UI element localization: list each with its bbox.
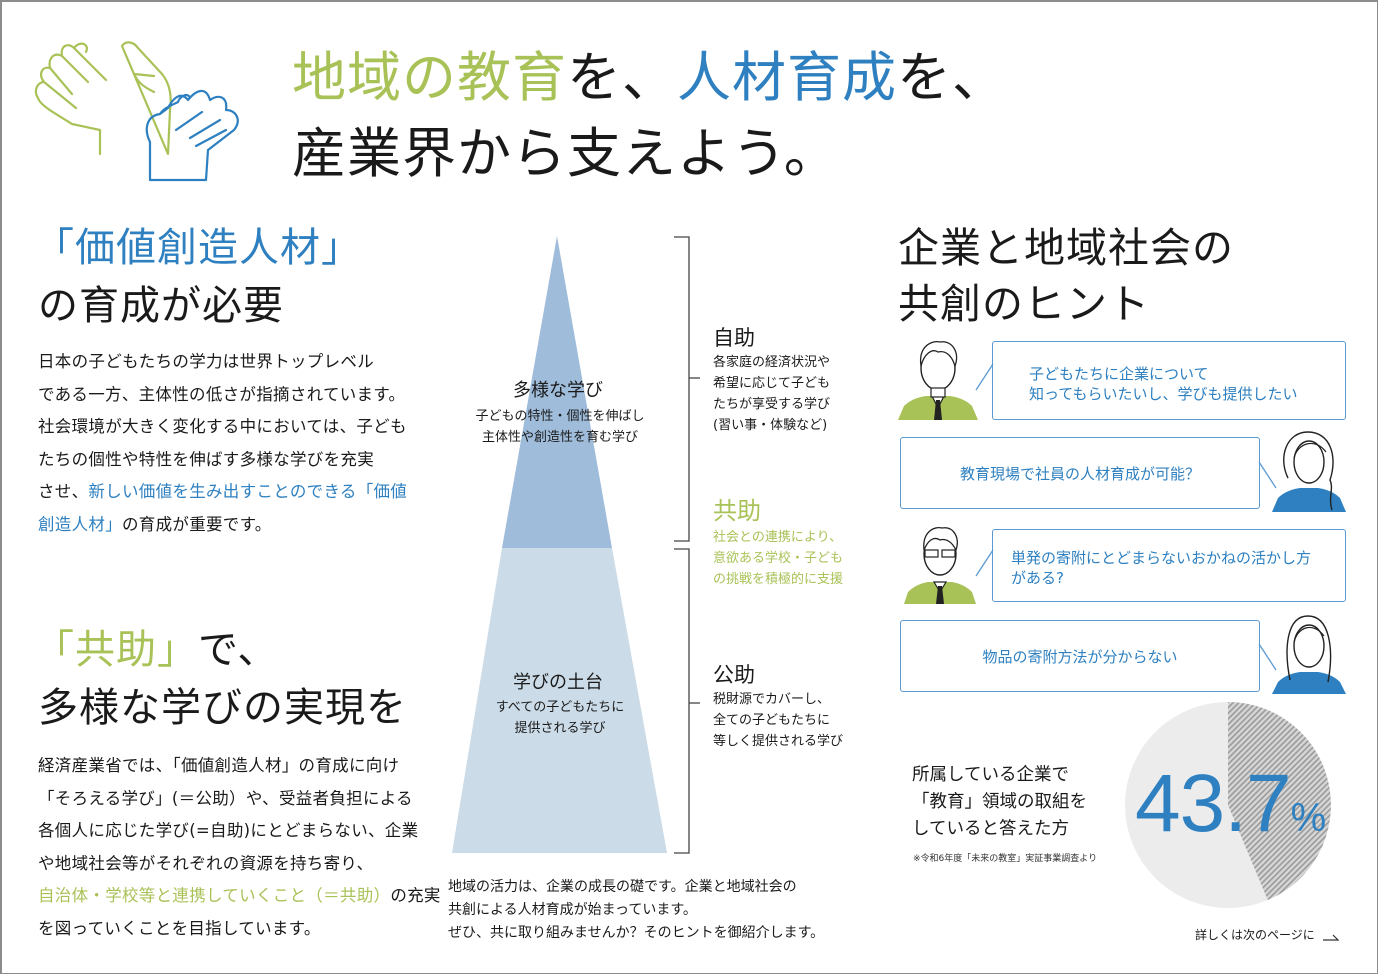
kyojo-body-line: 経済産業省では、「価値創造人材」の育成に向け — [38, 756, 400, 775]
bracket-bottom — [674, 548, 690, 854]
bubble-tail — [975, 363, 994, 391]
value-heading-highlight: 「価値創造人材」 — [34, 225, 362, 271]
bubble-tail — [1258, 461, 1277, 489]
stat-source-note: ※令和6年度「未来の教室」実証事業調査より — [913, 854, 1098, 864]
bracket-top — [674, 236, 690, 542]
kyojo-heading: 「共助」で、 — [34, 627, 279, 673]
value-heading-rest: の育成が必要 — [38, 283, 284, 329]
stat-value: 43.7% — [1135, 758, 1326, 849]
pyramid-top-tier — [502, 236, 612, 548]
value-body: 日本の子どもたちの学力は世界トップレベル である一方、主体性の低さが指摘されてい… — [38, 346, 407, 541]
kojo-block: 公助 税財源でカバーし、 全ての子どもたちに 等しく提供される学び — [713, 663, 844, 749]
value-body-line: 社会環境が大きく変化する中においては、子ども — [38, 417, 407, 436]
hint-bubble-1: 子どもたちに企業について 知ってもらいたいし、学びも提供したい — [992, 341, 1346, 420]
value-body-line: させ、新しい価値を生み出すことのできる「価値 — [38, 482, 408, 501]
hint-bubble-2: 教育現場で社員の人材育成が可能？ — [900, 437, 1260, 509]
value-body-line: である一方、主体性の低さが指摘されています。 — [38, 384, 406, 404]
arrow-right-icon — [1322, 934, 1340, 941]
kyojo-body-line: 自治体・学校等と連携していくこと（＝共助）の充実 — [38, 886, 441, 905]
pyramid-bottom-tier — [452, 548, 667, 853]
man-glasses-avatar-icon — [904, 526, 976, 604]
kyojo-block: 共助 社会との連携により、 意欲ある学校・子ども の挑戦を積極的に支援 — [713, 497, 844, 587]
businessman-avatar-icon — [898, 340, 978, 420]
title-seg-3: 人材育成 — [677, 46, 897, 109]
pyramid-footer-text: 地域の活力は、企業の成長の礎です。企業と地域社会の 共創による人材育成が始まって… — [448, 879, 825, 941]
jijo-block: 自助 各家庭の経済状況や 希望に応じて子ども たちが享受する学び (習い事・体験… — [713, 326, 831, 433]
title-line-2: 産業界から支えよう。 — [292, 122, 839, 185]
pyramid-top-title: 多様な学び — [513, 380, 603, 401]
title-seg-1: 地域の教育 — [292, 46, 567, 109]
kojo-title: 公助 — [713, 663, 755, 687]
kyojo-body-line: 各個人に応じた学び(=自助)にとどまらない、企業 — [38, 821, 419, 840]
value-body-line: 創造人材」の育成が重要です。 — [38, 514, 272, 534]
title-seg-4: を、 — [897, 46, 1007, 109]
page-title: 地域の教育を、人材育成を、 産業界から支えよう。 — [292, 40, 1007, 192]
kyojo-body: 経済産業省では、「価値創造人材」の育成に向け 「そろえる学び」(＝公助）や、受益… — [38, 750, 441, 945]
hint-bubble-3: 単発の寄附にとどまらないおかねの活かし方 がある? — [992, 529, 1346, 602]
title-line-1: 地域の教育を、人材育成を、 — [292, 40, 1007, 116]
woman-straight-hair-avatar-icon — [1272, 615, 1346, 694]
pie-slice-43-7 — [1228, 702, 1331, 900]
pyramid-bottom-desc: すべての子どもたちに提供される学び — [495, 700, 625, 736]
pyramid-bottom-title: 学びの土台 — [513, 672, 603, 693]
next-page-link[interactable]: 詳しくは次のページに — [1195, 926, 1340, 943]
learning-pyramid — [452, 236, 700, 854]
hints-heading: 企業と地域社会の 共創のヒント — [898, 224, 1234, 328]
pyramid-top-desc: 子どもの特性・個性を伸ばし主体性や創造性を育む学び — [475, 409, 645, 445]
two-hands-icon — [34, 41, 239, 182]
bubble-tail — [975, 549, 994, 577]
pie-chart — [1125, 702, 1331, 908]
kyojo-body-line: を図っていくことを目指しています。 — [38, 918, 321, 938]
woman-wavy-hair-avatar-icon — [1272, 431, 1346, 512]
kyojo-body-line: や地域社会等がそれぞれの資源を持ち寄り、 — [38, 853, 374, 873]
kyojo-body-line: 「そろえる学び」(＝公助）や、受益者負担による — [38, 788, 413, 808]
title-seg-2: を、 — [567, 46, 677, 109]
value-body-line: 日本の子どもたちの学力は世界トップレベル — [38, 352, 374, 371]
hint-bubble-4: 物品の寄附方法が分からない — [900, 620, 1260, 692]
stat-label: 所属している企業で 「教育」領域の取組を していると答えた方 — [912, 765, 1087, 839]
bubble-tail — [1258, 643, 1277, 671]
kyojo-heading-line2: 多様な学びの実現を — [38, 685, 407, 731]
value-body-line: たちの個性や特性を伸ばす多様な学びを充実 — [38, 449, 374, 469]
kyojo-title: 共助 — [713, 497, 761, 525]
jijo-title: 自助 — [713, 326, 755, 350]
